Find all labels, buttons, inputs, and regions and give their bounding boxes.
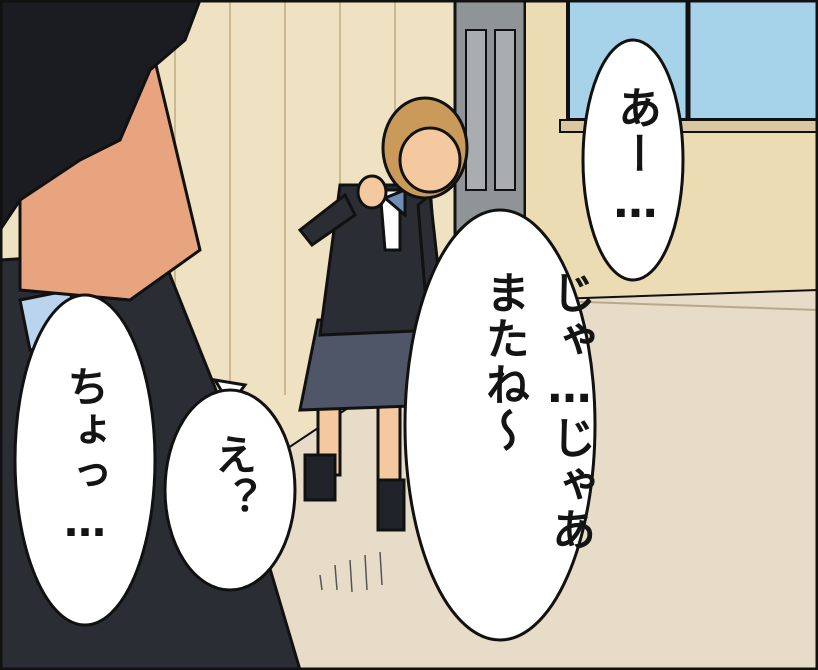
speech-bubble-2 bbox=[403, 208, 597, 642]
speech-text-2: じゃ…じゃあ またね〜 bbox=[478, 270, 595, 553]
motion-lines bbox=[319, 551, 383, 593]
speech-bubble-3 bbox=[163, 377, 297, 592]
speech-text-4: ちょっ… bbox=[60, 365, 110, 548]
speech-text-3: え？ bbox=[208, 433, 258, 521]
speech-text-1: あー… bbox=[610, 85, 661, 230]
speech-bubble-4 bbox=[13, 293, 157, 627]
speech-bubble-1 bbox=[581, 38, 685, 282]
girl-character bbox=[297, 96, 469, 532]
